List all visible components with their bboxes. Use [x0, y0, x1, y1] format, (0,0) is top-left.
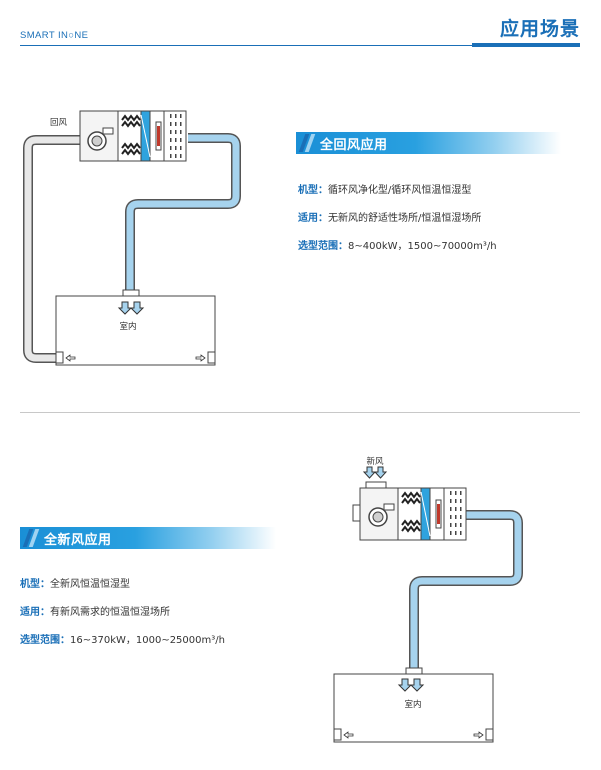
room-label-2: 室内	[404, 699, 421, 710]
section2-row-application: 适用：有新风需求的恒温恒湿场所	[20, 607, 170, 618]
section1-row-model: 机型：循环风净化型/循环风恒温恒湿型	[298, 185, 472, 196]
page-title: 应用场景	[499, 18, 580, 40]
section1-banner-title: 全回风应用	[320, 137, 388, 153]
air-handling-unit-2	[352, 481, 467, 541]
supply-arrow-icon	[117, 301, 145, 315]
section-divider	[20, 412, 580, 413]
section2-banner: 全新风应用	[20, 527, 276, 549]
supply-arrow-icon-2	[397, 678, 425, 692]
humidifier-icon	[170, 114, 182, 158]
header-divider-accent	[472, 43, 580, 47]
filter-icon	[121, 114, 141, 156]
section2-row-range: 选型范围：16~370kW，1000~25000m³/h	[20, 635, 225, 646]
header-divider	[20, 45, 472, 46]
return-air-label: 回风	[50, 118, 68, 128]
exhaust-arrow-icon	[195, 354, 206, 362]
return-grille-arrow-icon	[65, 354, 76, 362]
brand-logo-text: SMART IN○NE	[20, 30, 89, 41]
humidifier-icon-2	[450, 491, 462, 535]
room-label: 室内	[119, 321, 136, 332]
filter-icon-2	[401, 491, 421, 533]
exhaust-arrow-icon-2	[473, 731, 484, 739]
section1-row-application: 适用：无新风的舒适性场所/恒温恒湿场所	[298, 213, 482, 224]
section2-banner-title: 全新风应用	[44, 532, 112, 548]
section1-banner: 全回风应用	[296, 132, 561, 154]
air-handling-unit	[79, 110, 187, 162]
fresh-air-arrow-icon	[362, 466, 388, 479]
section1-row-range: 选型范围：8~400kW，1500~70000m³/h	[298, 241, 497, 252]
section2-row-model: 机型：全新风恒温恒湿型	[20, 579, 130, 590]
return-grille-arrow-icon-2	[343, 731, 354, 739]
fresh-air-label: 新风	[366, 456, 384, 467]
